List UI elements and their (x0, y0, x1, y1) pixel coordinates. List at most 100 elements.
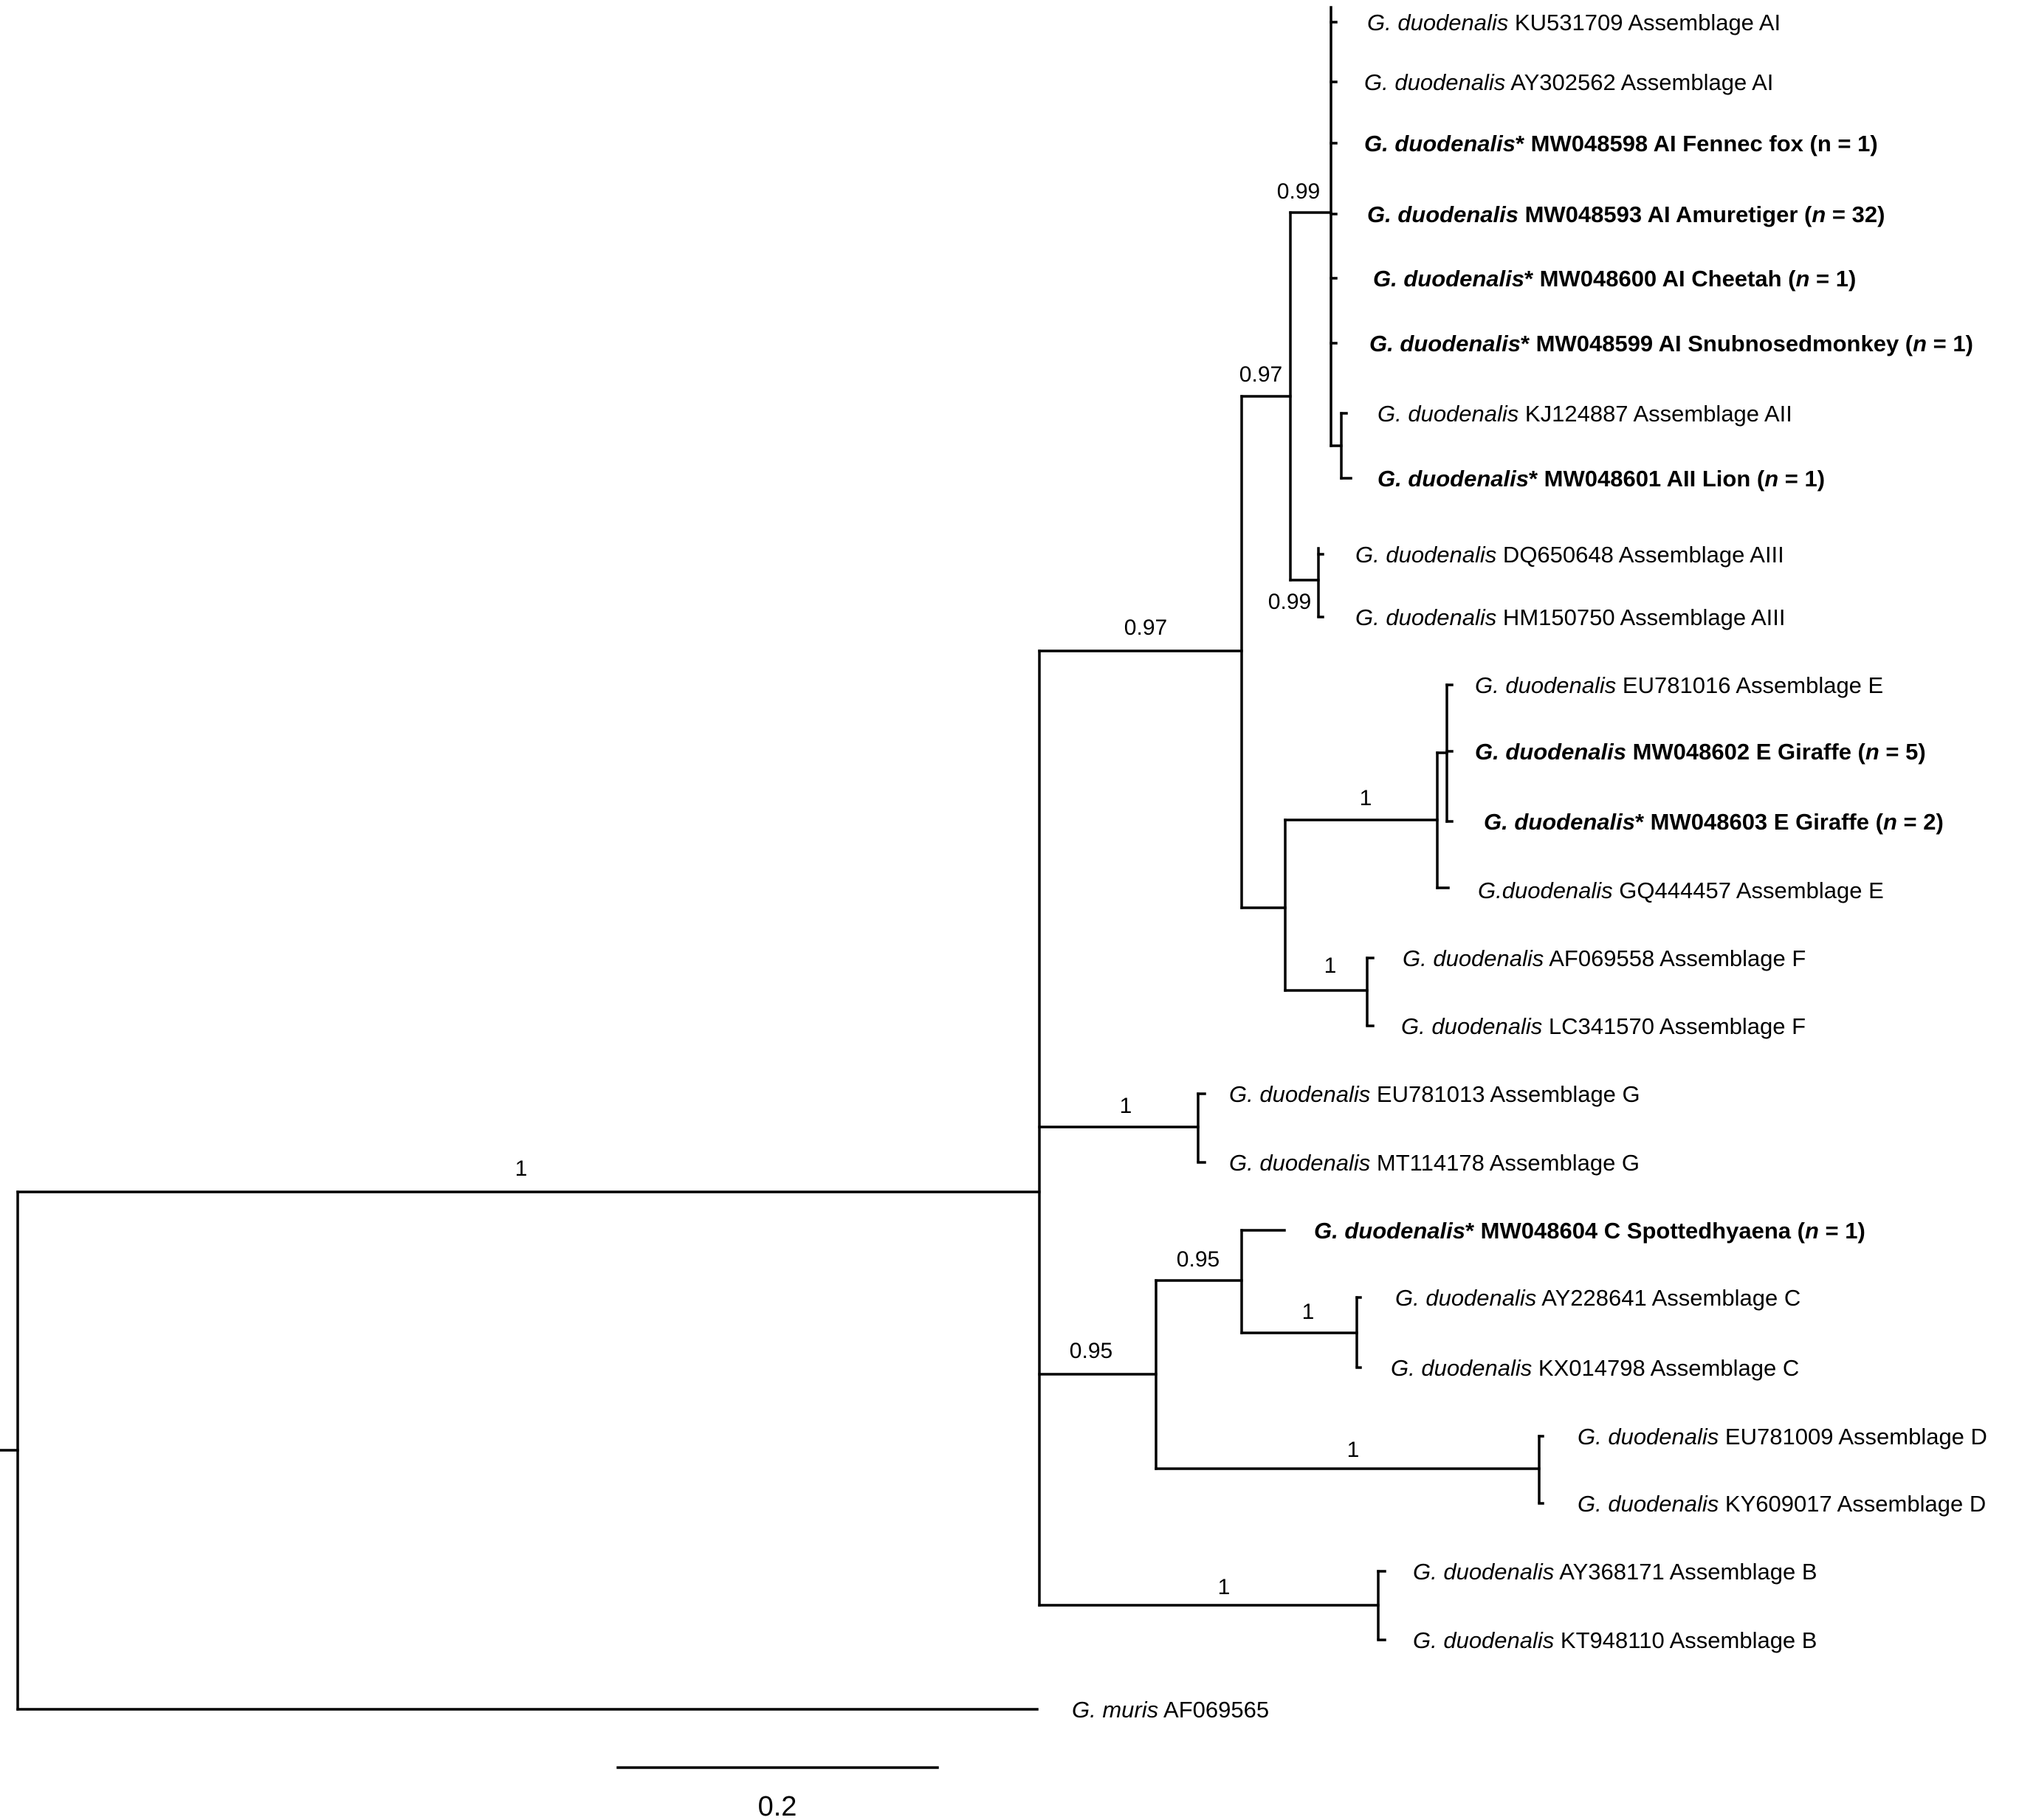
leaf-text-part: KU531709 Assemblage AI (1508, 10, 1781, 35)
leaf-label: G. duodenalis MW048602 E Giraffe (n = 5) (1475, 739, 1926, 765)
taxon-name-part: G. duodenalis (1229, 1150, 1370, 1176)
leaf-text-part: * MW048600 AI Cheetah ( (1524, 266, 1796, 292)
support-C: 0.95 (1177, 1247, 1220, 1272)
leaf-text-part: KX014798 Assemblage C (1532, 1355, 1799, 1381)
leaf-text-part: * MW048604 C Spottedhyaena ( (1465, 1218, 1806, 1244)
taxon-name-part: G. duodenalis (1413, 1559, 1554, 1585)
support-F: 1 (1324, 954, 1337, 978)
taxon-name-part: n (1805, 1218, 1819, 1244)
taxon-name-part: G. muris (1072, 1697, 1158, 1723)
taxon-name-part: G. duodenalis (1395, 1285, 1536, 1311)
leaf-text-part: KY609017 Assemblage D (1719, 1491, 1986, 1517)
support-B: 1 (1218, 1575, 1231, 1599)
taxon-name-part: G. duodenalis (1391, 1355, 1532, 1381)
leaf-text-part: EU781009 Assemblage D (1719, 1424, 1987, 1450)
taxon-name-part: n (1796, 266, 1810, 292)
scale-bar-label: 0.2 (758, 1791, 797, 1820)
leaf-label: G.duodenalis GQ444457 Assemblage E (1478, 878, 1884, 903)
leaf-label: G. duodenalis* MW048598 AI Fennec fox (n… (1364, 131, 1878, 156)
support-AI-AII: 0.99 (1277, 179, 1320, 204)
leaf-text-part: = 1) (1809, 266, 1856, 292)
leaf-label: G. duodenalis KY609017 Assemblage D (1578, 1491, 1986, 1517)
support-ingroup: 1 (515, 1157, 528, 1181)
taxon-name-part: G. duodenalis (1364, 131, 1516, 156)
leaf-text-part: DQ650648 Assemblage AIII (1496, 542, 1784, 568)
leaf-label: G. duodenalis EU781013 Assemblage G (1229, 1081, 1640, 1107)
taxon-name-part: G. duodenalis (1475, 739, 1626, 765)
leaf-label: G. duodenalis LC341570 Assemblage F (1401, 1013, 1806, 1039)
leaf-label: G. duodenalis AY302562 Assemblage AI (1364, 69, 1773, 95)
leaf-text-part: * MW048601 AII Lion ( (1529, 466, 1765, 492)
support-D: 1 (1347, 1438, 1360, 1462)
leaf-label: G. duodenalis AF069558 Assemblage F (1403, 945, 1806, 971)
taxon-name-part: G. duodenalis (1314, 1218, 1465, 1244)
leaf-text-part: AY368171 Assemblage B (1554, 1559, 1817, 1585)
leaf-text-part: AF069565 (1158, 1697, 1269, 1723)
leaf-text-part: = 1) (1819, 1218, 1865, 1244)
leaf-label: G. duodenalis KJ124887 Assemblage AII (1377, 401, 1792, 427)
taxon-name-part: G. duodenalis (1578, 1491, 1719, 1517)
leaf-text-part: = 5) (1879, 739, 1926, 765)
taxon-name-part: G. duodenalis (1401, 1013, 1542, 1039)
taxon-name-part: n (1812, 201, 1826, 227)
taxon-name-part: G. duodenalis (1475, 672, 1616, 698)
leaf-text-part: AY228641 Assemblage C (1536, 1285, 1800, 1311)
leaf-label: G. duodenalis AY228641 Assemblage C (1395, 1285, 1800, 1311)
leaf-text-part: = 1) (1927, 331, 1973, 356)
leaf-label: G. duodenalis* MW048600 AI Cheetah (n = … (1373, 266, 1856, 292)
leaf-label: G. duodenalis HM150750 Assemblage AIII (1355, 604, 1786, 630)
leaf-label: G. duodenalis KX014798 Assemblage C (1391, 1355, 1799, 1381)
taxon-name-part: G. duodenalis (1373, 266, 1524, 292)
leaf-text-part: AY302562 Assemblage AI (1505, 69, 1773, 95)
taxon-name-part: G. duodenalis (1484, 809, 1635, 835)
leaf-text-part: = 32) (1826, 201, 1885, 227)
taxon-name-part: n (1764, 466, 1778, 492)
leaf-label: G. duodenalis EU781009 Assemblage D (1578, 1424, 1987, 1450)
leaf-label: G. duodenalis* MW048599 AI Snubnosedmonk… (1369, 331, 1973, 356)
leaf-text-part: GQ444457 Assemblage E (1613, 878, 1884, 903)
leaf-label: G. duodenalis KT948110 Assemblage B (1413, 1627, 1817, 1653)
leaf-label: G. duodenalis AY368171 Assemblage B (1413, 1559, 1817, 1585)
leaf-label: G. duodenalis* MW048603 E Giraffe (n = 2… (1484, 809, 1944, 835)
leaf-text-part: * MW048598 AI Fennec fox (n = 1) (1516, 131, 1878, 156)
taxon-name-part: G. duodenalis (1355, 542, 1496, 568)
leaf-text-part: EU781016 Assemblage E (1616, 672, 1883, 698)
taxon-name-part: G. duodenalis (1369, 331, 1521, 356)
leaf-text-part: MW048593 AI Amuretiger ( (1518, 201, 1812, 227)
taxon-name-part: G. duodenalis (1364, 69, 1505, 95)
taxon-name-part: G. duodenalis (1413, 1627, 1554, 1653)
leaf-label: G. duodenalis MW048593 AI Amuretiger (n … (1367, 201, 1885, 227)
taxon-name-part: G. duodenalis (1578, 1424, 1719, 1450)
leaf-text-part: KJ124887 Assemblage AII (1518, 401, 1792, 427)
taxon-name-part: n (1883, 809, 1897, 835)
leaf-text-part: * MW048603 E Giraffe ( (1635, 809, 1884, 835)
taxon-name-part: G. duodenalis (1377, 401, 1518, 427)
taxon-name-part: G. duodenalis (1367, 10, 1508, 35)
leaf-text-part: EU781013 Assemblage G (1370, 1081, 1640, 1107)
taxon-name-part: n (1913, 331, 1927, 356)
taxon-name-part: G.duodenalis (1478, 878, 1613, 903)
leaf-text-part: LC341570 Assemblage F (1542, 1013, 1806, 1039)
leaf-label: G. duodenalis MT114178 Assemblage G (1229, 1150, 1640, 1176)
taxon-name-part: G. duodenalis (1367, 201, 1518, 227)
taxon-name-part: G. duodenalis (1355, 604, 1496, 630)
leaf-text-part: KT948110 Assemblage B (1554, 1627, 1817, 1653)
support-G: 1 (1120, 1094, 1132, 1118)
support-AIII: 0.99 (1268, 590, 1311, 614)
support-E: 1 (1360, 786, 1372, 810)
leaf-label: G. duodenalis* MW048604 C Spottedhyaena … (1314, 1218, 1865, 1244)
leaf-label: G. duodenalis KU531709 Assemblage AI (1367, 10, 1781, 35)
leaf-label: G. duodenalis* MW048601 AII Lion (n = 1) (1377, 466, 1825, 492)
taxon-name-part: G. duodenalis (1377, 466, 1529, 492)
taxon-name-part: G. duodenalis (1229, 1081, 1370, 1107)
support-A: 0.97 (1239, 362, 1282, 387)
leaf-text-part: = 2) (1897, 809, 1944, 835)
leaf-label: G. muris AF069565 (1072, 1697, 1269, 1723)
taxon-name-part: n (1865, 739, 1879, 765)
support-C-D: 0.95 (1070, 1339, 1112, 1363)
leaf-text-part: = 1) (1778, 466, 1825, 492)
leaf-label: G. duodenalis EU781016 Assemblage E (1475, 672, 1883, 698)
support-C-refs: 1 (1302, 1300, 1315, 1324)
leaf-label: G. duodenalis DQ650648 Assemblage AIII (1355, 542, 1784, 568)
